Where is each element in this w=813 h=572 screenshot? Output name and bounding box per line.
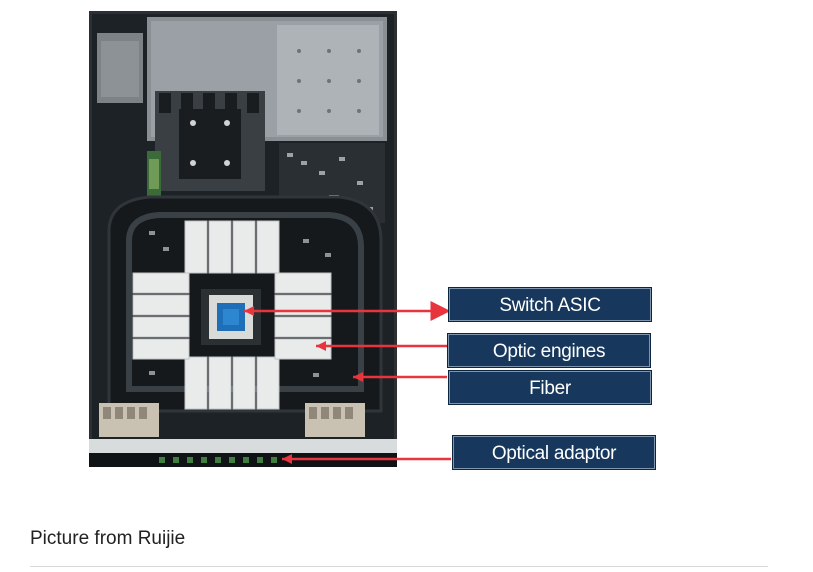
figure-caption: Picture from Ruijie [30,528,186,549]
label-optic-engines: Optic engines [448,334,650,367]
label-fiber: Fiber [449,371,651,404]
label-switch-asic: Switch ASIC [449,288,651,321]
label-optical-adaptor: Optical adaptor [453,436,655,469]
switch-board-image [89,11,397,467]
divider [30,566,768,567]
figure: Switch ASIC Optic engines Fiber Optical … [89,11,655,469]
